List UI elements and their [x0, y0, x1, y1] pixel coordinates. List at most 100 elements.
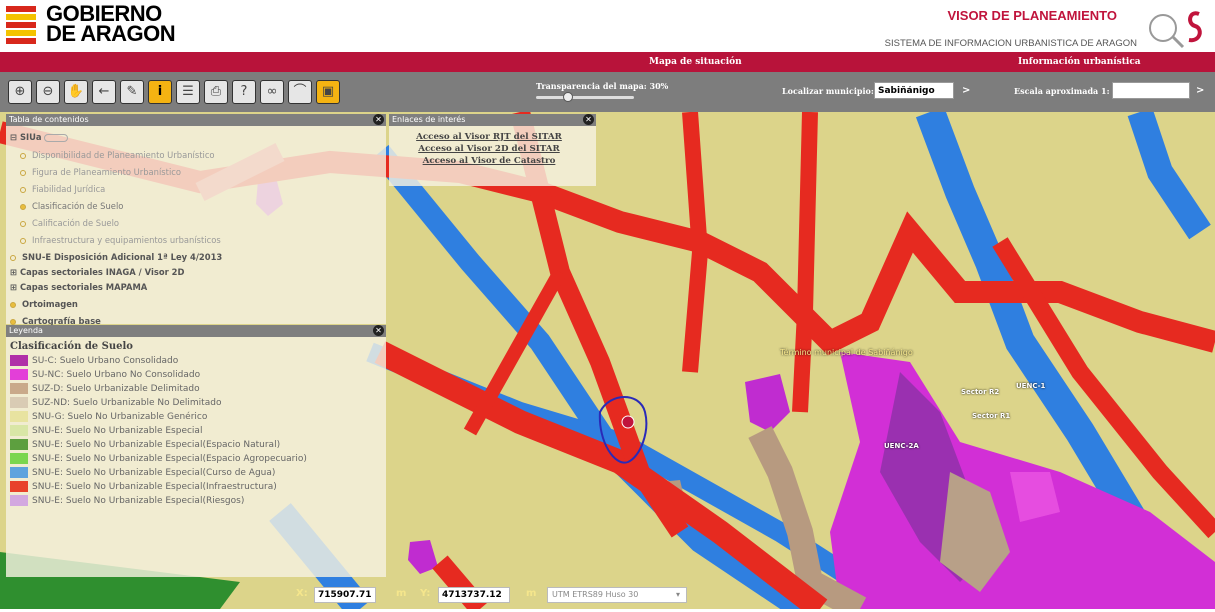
legend-panel: Clasificación de Suelo SU-C: Suelo Urban…: [6, 337, 386, 577]
links-panel: Acceso al Visor RJT del SITAR Acceso al …: [389, 126, 596, 186]
nav-map-situation[interactable]: Mapa de situación: [649, 57, 742, 67]
radio-icon: [20, 169, 26, 176]
crs-select[interactable]: UTM ETRS89 Huso 30 ▾: [547, 587, 687, 603]
layers-icon[interactable]: ▣: [316, 80, 340, 104]
toc-item[interactable]: Figura de Planeamiento Urbanístico: [20, 167, 181, 177]
info-icon[interactable]: i: [148, 80, 172, 104]
toc-item[interactable]: Ortoimagen: [10, 299, 78, 309]
toc-item[interactable]: ⊞ Capas sectoriales MAPAMA: [10, 282, 148, 292]
header: GOBIERNO DE ARAGON VISOR DE PLANEAMIENTO…: [0, 0, 1215, 52]
toc-group-siua[interactable]: ⊟ SIUa: [10, 132, 69, 142]
toc-item-active[interactable]: Clasificación de Suelo: [20, 201, 123, 211]
toolbar: ⊕ ⊖ ✋ ← ✎ i ☰ ⎙ ? ∞ ⌒ ▣: [0, 72, 1215, 112]
link-visor-2d[interactable]: Acceso al Visor 2D del SITAR: [418, 144, 560, 154]
legend-swatch: [10, 425, 28, 436]
legend-swatch: [10, 481, 28, 492]
crs-select-value: UTM ETRS89 Huso 30: [552, 590, 639, 599]
municipality-input[interactable]: [874, 82, 954, 99]
x-label: X:: [296, 588, 308, 599]
toc-item-label: Disponibilidad de Planeamiento Urbanísti…: [32, 150, 215, 160]
toc-close-icon[interactable]: ✕: [373, 114, 384, 125]
toc-item[interactable]: Disponibilidad de Planeamiento Urbanísti…: [20, 150, 215, 160]
legend-item: SUZ-D: Suelo Urbanizable Delimitado: [10, 383, 200, 396]
toc-item[interactable]: Infraestructura y equipamientos urbaníst…: [20, 235, 221, 245]
toc-header: Tabla de contenidos ✕: [6, 114, 386, 126]
radio-icon: [20, 152, 26, 159]
legend-close-icon[interactable]: ✕: [373, 325, 384, 336]
legend-item-label: SNU-E: Suelo No Urbanizable Especial(Esp…: [32, 440, 281, 450]
back-arrow-icon[interactable]: ←: [92, 80, 116, 104]
toc-item-label: Fiabilidad Jurídica: [32, 184, 106, 194]
nav-bar: Mapa de situación Información urbanístic…: [0, 52, 1215, 72]
x-coordinate-field: 715907.71: [314, 587, 376, 603]
chevron-down-icon: ▾: [675, 590, 680, 599]
app-title: VISOR DE PLANEAMIENTO: [947, 8, 1117, 23]
toc-item[interactable]: Calificación de Suelo: [20, 218, 119, 228]
legend-title: Clasificación de Suelo: [10, 341, 133, 352]
legend-item-label: SNU-E: Suelo No Urbanizable Especial(Cur…: [32, 468, 276, 478]
legend-item: SNU-E: Suelo No Urbanizable Especial(Cur…: [10, 467, 275, 480]
legend-swatch: [10, 439, 28, 450]
nav-urban-info[interactable]: Información urbanística: [1018, 57, 1141, 67]
magnifier-logo-icon: [1149, 11, 1202, 49]
legend-item: SNU-E: Suelo No Urbanizable Especial(Esp…: [10, 439, 280, 452]
toc-item-label: Figura de Planeamiento Urbanístico: [32, 167, 182, 177]
legend-item-label: SNU-E: Suelo No Urbanizable Especial(Esp…: [32, 454, 307, 464]
toggle-icon[interactable]: [44, 133, 69, 142]
link-visor-rjt[interactable]: Acceso al Visor RJT del SITAR: [416, 132, 562, 142]
link-icon[interactable]: ∞: [260, 80, 284, 104]
toc-item[interactable]: Fiabilidad Jurídica: [20, 184, 105, 194]
x-unit: m: [396, 588, 407, 599]
radio-icon: [10, 254, 16, 261]
legend-icon[interactable]: ☰: [176, 80, 200, 104]
pan-hand-icon[interactable]: ✋: [64, 80, 88, 104]
toc-item[interactable]: ⊞ Capas sectoriales INAGA / Visor 2D: [10, 267, 185, 277]
zoom-in-icon[interactable]: ⊕: [8, 80, 32, 104]
legend-swatch: [10, 369, 28, 380]
logo-line-1: GOBIERNO: [46, 1, 162, 26]
radio-icon: [20, 220, 26, 227]
legend-item-label: SU-C: Suelo Urbano Consolidado: [32, 356, 179, 366]
toc-item-label: Capas sectoriales MAPAMA: [19, 282, 148, 292]
legend-item: SU-C: Suelo Urbano Consolidado: [10, 355, 178, 368]
radio-selected-icon: [10, 301, 16, 308]
scale-input[interactable]: [1112, 82, 1190, 99]
legend-header-label: Leyenda: [9, 326, 43, 335]
y-label: Y:: [420, 588, 431, 599]
map-label-sector-r1: Sector R1: [972, 412, 1011, 420]
municipality-label: Localizar municipio:: [782, 86, 874, 96]
government-logo-text: GOBIERNO DE ARAGON: [46, 1, 176, 46]
scale-go-button[interactable]: >: [1196, 85, 1205, 96]
map-label-sector-r2: Sector R2: [961, 388, 1000, 396]
legend-item: SUZ-ND: Suelo Urbanizable No Delimitado: [10, 397, 221, 410]
identify-icon[interactable]: ✎: [120, 80, 144, 104]
transparency-slider-track[interactable]: [536, 96, 634, 99]
logo-line-2: DE ARAGON: [46, 21, 176, 46]
links-header-label: Enlaces de interés: [392, 115, 466, 124]
toc-item-label: SIUa: [19, 132, 42, 142]
toc-item[interactable]: SNU-E Disposición Adicional 1ª Ley 4/201…: [10, 252, 222, 262]
legend-item-label: SUZ-ND: Suelo Urbanizable No Delimitado: [32, 398, 222, 408]
coordinates-bar: X: 715907.71 m Y: 4713737.12 m UTM ETRS8…: [292, 585, 702, 605]
municipality-go-button[interactable]: >: [962, 85, 971, 96]
legend-item-label: SNU-G: Suelo No Urbanizable Genérico: [32, 412, 208, 422]
toc-header-label: Tabla de contenidos: [9, 115, 89, 124]
toc-item-label: Capas sectoriales INAGA / Visor 2D: [19, 267, 185, 277]
measure-icon[interactable]: ⌒: [288, 80, 312, 104]
legend-swatch: [10, 355, 28, 366]
legend-item-label: SNU-E: Suelo No Urbanizable Especial: [32, 426, 203, 436]
link-visor-catastro[interactable]: Acceso al Visor de Catastro: [422, 156, 556, 166]
y-unit: m: [526, 588, 537, 599]
links-close-icon[interactable]: ✕: [583, 114, 594, 125]
transparency-slider-thumb[interactable]: [563, 92, 573, 102]
toc-item-label: Clasificación de Suelo: [32, 201, 124, 211]
legend-item: SNU-E: Suelo No Urbanizable Especial(Inf…: [10, 481, 277, 494]
toc-item-label: Calificación de Suelo: [32, 218, 120, 228]
print-icon[interactable]: ⎙: [204, 80, 228, 104]
legend-swatch: [10, 453, 28, 464]
zoom-out-icon[interactable]: ⊖: [36, 80, 60, 104]
legend-item-label: SUZ-D: Suelo Urbanizable Delimitado: [32, 384, 200, 394]
toc-item[interactable]: Cartografía base: [10, 316, 101, 326]
help-icon[interactable]: ?: [232, 80, 256, 104]
radio-icon: [20, 186, 26, 193]
